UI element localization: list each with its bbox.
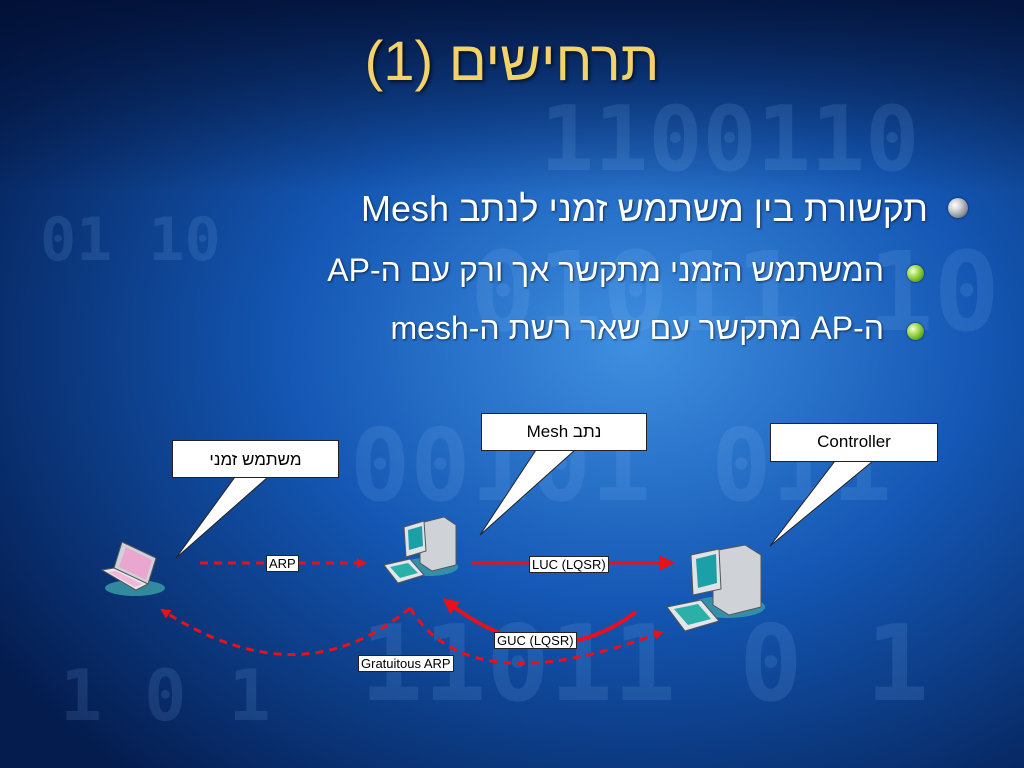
bullet-level2: המשתמש הזמני מתקשר אך ורק עם ה-AP: [327, 252, 884, 288]
callout-mesh-router: נתב Mesh: [481, 413, 647, 451]
laptop-icon: [100, 541, 165, 596]
callout-temporary-user: משתמש זמני: [172, 440, 339, 478]
callout-tail-controller: [769, 460, 875, 547]
svg-text:1 0 1: 1 0 1: [60, 655, 271, 737]
callout-tail-mesh: [479, 449, 577, 536]
desktop-computer-icon: [383, 516, 458, 584]
bullet-level2: ה-AP מתקשר עם שאר רשת ה-mesh: [390, 310, 884, 346]
luc-label: LUC (LQSR): [529, 556, 609, 573]
svg-text:1100110: 1100110: [540, 87, 919, 192]
bullet-level1: תקשורת בין משתמש זמני לנתב Mesh: [360, 188, 928, 229]
callout-tail-user: [175, 476, 270, 559]
gratuitous-arp-arrow-right: [408, 607, 664, 665]
svg-text:11011 0 1: 11011 0 1: [360, 603, 929, 725]
svg-text:01 10: 01 10: [40, 205, 221, 275]
gratuitous-arp-arrow-left: [160, 606, 411, 656]
gratuitous-arp-label: Gratuitous ARP: [358, 655, 454, 672]
bullet-dot-icon: [948, 198, 968, 218]
bullet-dot-icon: [907, 265, 924, 282]
bullet-dot-icon: [907, 323, 924, 340]
arp-label: ARP: [266, 555, 299, 572]
callout-controller: Controller: [770, 423, 938, 462]
guc-label: GUC (LQSR): [494, 632, 577, 649]
desktop-computer-icon: [666, 544, 765, 632]
slide-title: תרחישים (1): [364, 29, 660, 92]
